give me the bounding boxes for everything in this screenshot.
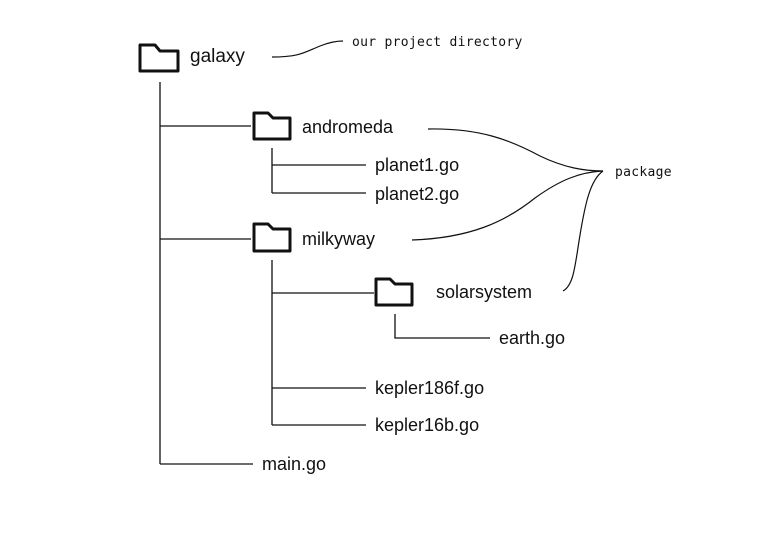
file-label-planet1: planet1.go	[375, 155, 460, 175]
file-label-planet2: planet2.go	[375, 184, 460, 204]
folder-icon	[138, 43, 180, 73]
file-label-main: main.go	[262, 454, 327, 474]
package-connector-milkyway	[411, 170, 604, 241]
folder-icon	[252, 111, 292, 141]
file-label-kepler186f: kepler186f.go	[375, 378, 485, 398]
folder-label-milkyway: milkyway	[302, 229, 376, 249]
file-label-earth: earth.go	[499, 328, 566, 348]
annotation-project-directory: our project directory	[352, 35, 523, 50]
folder-label-galaxy: galaxy	[190, 46, 245, 67]
folder-icon	[374, 277, 414, 307]
folder-icon	[252, 222, 292, 253]
package-connector-solarsystem	[562, 170, 604, 292]
folder-label-solarsystem: solarsystem	[436, 282, 533, 302]
annotation-package: package	[615, 165, 672, 180]
package-connector-andromeda	[427, 128, 604, 172]
file-label-kepler16b: kepler16b.go	[375, 415, 480, 435]
solarsystem-trunk-line	[394, 314, 490, 339]
folder-label-andromeda: andromeda	[302, 117, 394, 137]
project-note-connector	[271, 40, 344, 58]
